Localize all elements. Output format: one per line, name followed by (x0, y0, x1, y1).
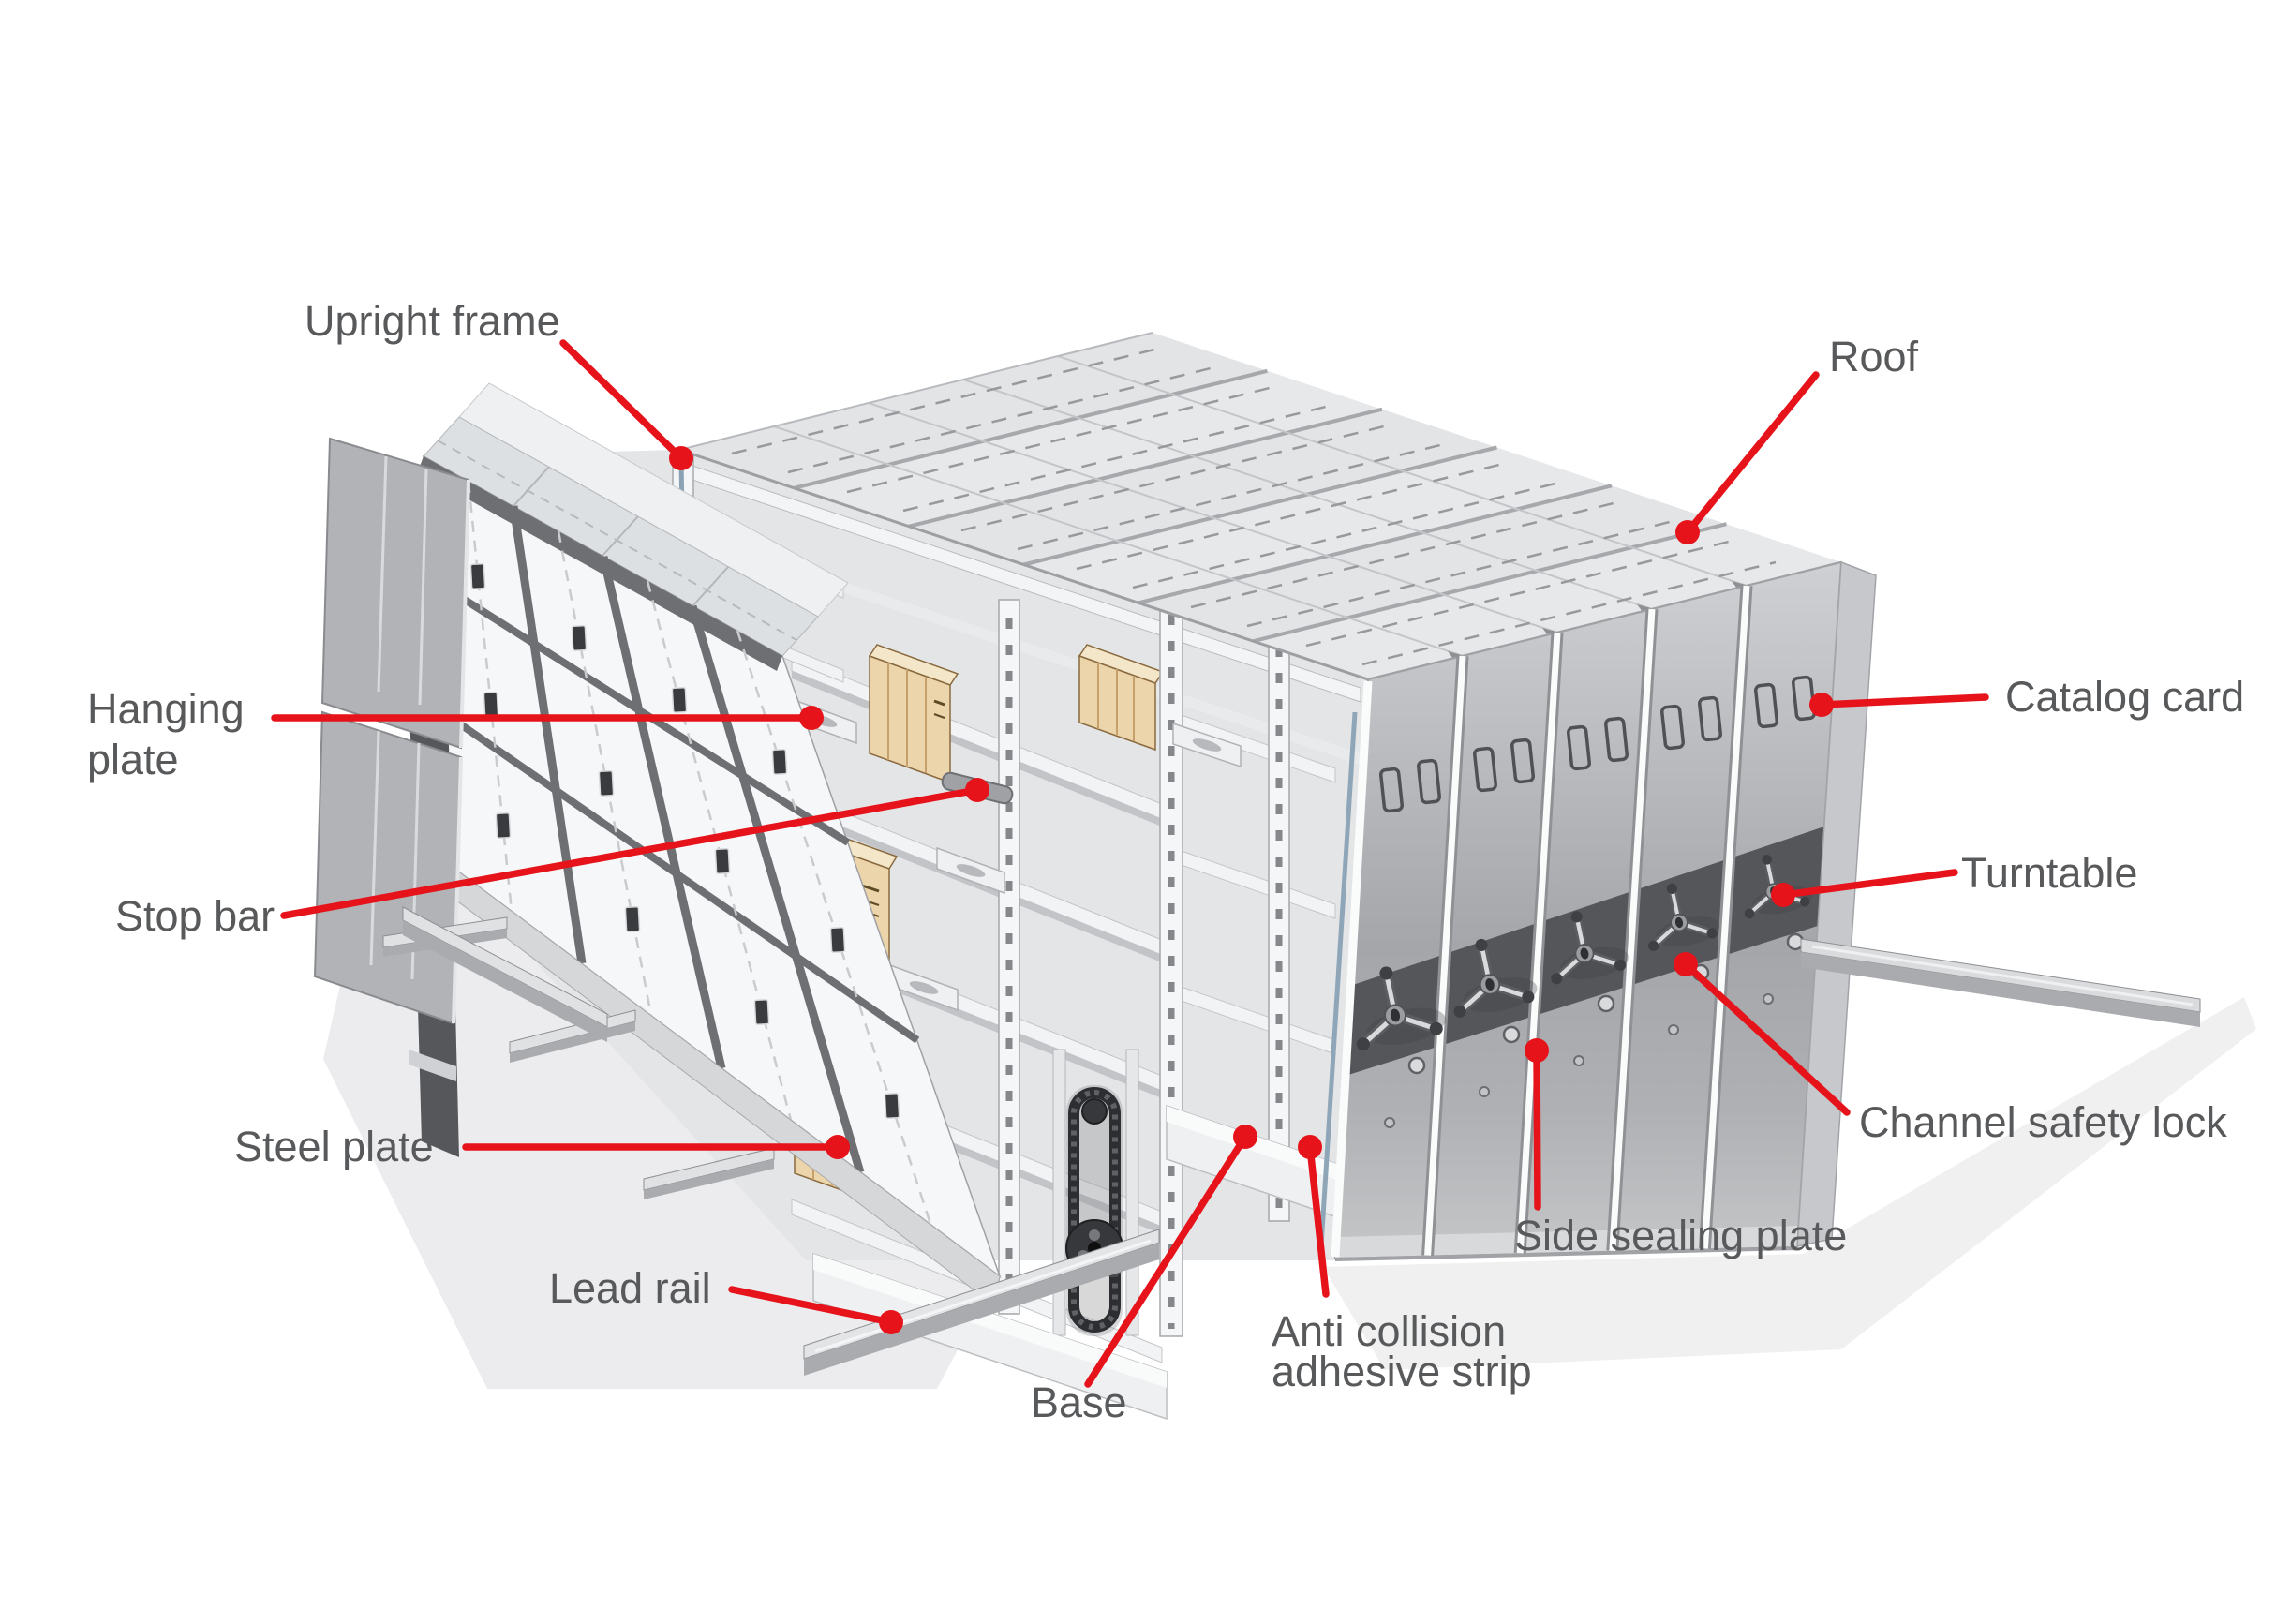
rail-left-long (402, 906, 608, 1042)
leader-dot-base (1233, 1125, 1257, 1149)
label-anti-collision-line2: adhesive strip (1272, 1348, 1532, 1395)
annotation-channel-safety-lock: Channel safety lock (1674, 952, 2227, 1146)
illustration-mobile-shelving (313, 332, 2256, 1421)
annotation-roof: Roof (1675, 333, 1919, 544)
leader-line-lead-rail (728, 1286, 895, 1326)
roof-dashed-marks (731, 347, 1777, 666)
leader-dot-hanging-plate (799, 706, 824, 730)
leader-line-anti-collision (1306, 1143, 1330, 1298)
leader-line-catalog-card (1818, 693, 1989, 708)
annotation-base: Base (1031, 1125, 1257, 1426)
annotation-lead-rail: Lead rail (549, 1264, 903, 1334)
top-beam-2 (684, 529, 1361, 765)
leader-line-channel-safety-lock (1682, 961, 1851, 1116)
label-base: Base (1031, 1378, 1127, 1426)
annotation-steel-plate: Steel plate (234, 1123, 850, 1170)
door-leaf-upper (320, 437, 470, 750)
rail-right-long (1800, 938, 2201, 1027)
annotation-catalog-card: Catalog card (1809, 673, 2244, 721)
leader-line-stop-bar (280, 786, 981, 919)
rail-stub-3 (643, 1147, 775, 1199)
cabinet-joints (426, 574, 920, 1044)
bottom-sill (1335, 1226, 1797, 1258)
catalog-card-slots (1378, 675, 1817, 813)
leader-dot-turntable (1771, 883, 1795, 907)
leader-line-side-sealing-plate (1533, 1047, 1541, 1211)
cabinet-top-rail (418, 456, 782, 671)
label-lead-rail: Lead rail (549, 1264, 711, 1312)
corner-strip (1331, 680, 1373, 1258)
label-anti-collision-line1: Anti collision (1272, 1307, 1506, 1355)
side-face-sliver (1796, 560, 1877, 1247)
leader-line-base (1084, 1133, 1249, 1388)
leader-dot-side-sealing-plate (1525, 1038, 1549, 1063)
panel-gaps (1421, 585, 1753, 1256)
leader-dot-stop-bar (965, 778, 989, 802)
label-hanging-plate-line2: plate (87, 736, 179, 783)
upright-posts (998, 550, 1290, 1337)
label-turntable: Turntable (1961, 849, 2137, 897)
channel-safety-lock-bolts (1384, 932, 1805, 1128)
leader-dot-upright-frame (669, 446, 693, 470)
turntable-handles (1356, 854, 1812, 1051)
cabinet-dividers (509, 505, 865, 1174)
annotation-stop-bar: Stop bar (115, 778, 989, 940)
annotation-turntable: Turntable (1771, 849, 2137, 907)
leader-line-upright-frame (559, 339, 685, 462)
annotation-side-sealing-plate: Side sealing plate (1514, 1038, 1847, 1259)
label-catalog-card: Catalog card (2005, 673, 2244, 721)
roof (678, 332, 1842, 681)
label-channel-safety-lock: Channel safety lock (1859, 1098, 2227, 1146)
roof-seams (794, 368, 1727, 644)
leader-dot-catalog-card (1809, 693, 1834, 717)
label-steel-plate: Steel plate (234, 1123, 434, 1170)
leader-dot-anti-collision (1298, 1135, 1322, 1159)
label-roof: Roof (1829, 333, 1919, 380)
archive-boxes-deep (1078, 644, 1165, 752)
annotation-hanging-plate: Hanging plate (87, 685, 824, 783)
annotation-anti-collision: Anti collision adhesive strip (1272, 1135, 1532, 1395)
roof-cross-joints (773, 355, 1748, 657)
label-upright-frame: Upright frame (305, 297, 560, 345)
annotations: Upright frame Roof Hanging plate Catalog… (87, 297, 2244, 1426)
leader-dot-roof (1675, 520, 1700, 544)
label-hanging-plate-line1: Hanging (87, 685, 245, 733)
label-side-sealing-plate: Side sealing plate (1514, 1212, 1847, 1259)
annotation-upright-frame: Upright frame (305, 297, 693, 470)
leader-dot-channel-safety-lock (1674, 952, 1698, 976)
label-stop-bar: Stop bar (115, 892, 275, 940)
leader-dot-lead-rail (879, 1310, 903, 1334)
leader-line-roof (1684, 371, 1820, 536)
leader-dot-steel-plate (826, 1135, 850, 1159)
mobile-rack-end-panels (1318, 560, 1877, 1261)
door-handle-slots (469, 563, 900, 1119)
open-doors (313, 437, 470, 1025)
anti-collision-strip (1318, 711, 1358, 1247)
door-leaf-lower (313, 710, 463, 1025)
leader-line-turntable (1779, 869, 1958, 899)
